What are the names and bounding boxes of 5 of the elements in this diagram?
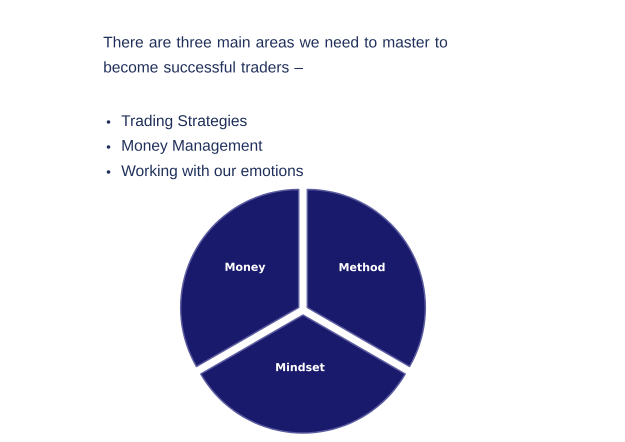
bullet-item: Trading Strategies xyxy=(106,114,247,130)
pie-wedge: Mindset xyxy=(200,314,406,434)
bullet-item: Working with our emotions xyxy=(106,164,303,180)
heading: There are three main areas we need to master to become successful traders – xyxy=(104,36,448,73)
bullet-item: Money Management xyxy=(106,140,262,154)
